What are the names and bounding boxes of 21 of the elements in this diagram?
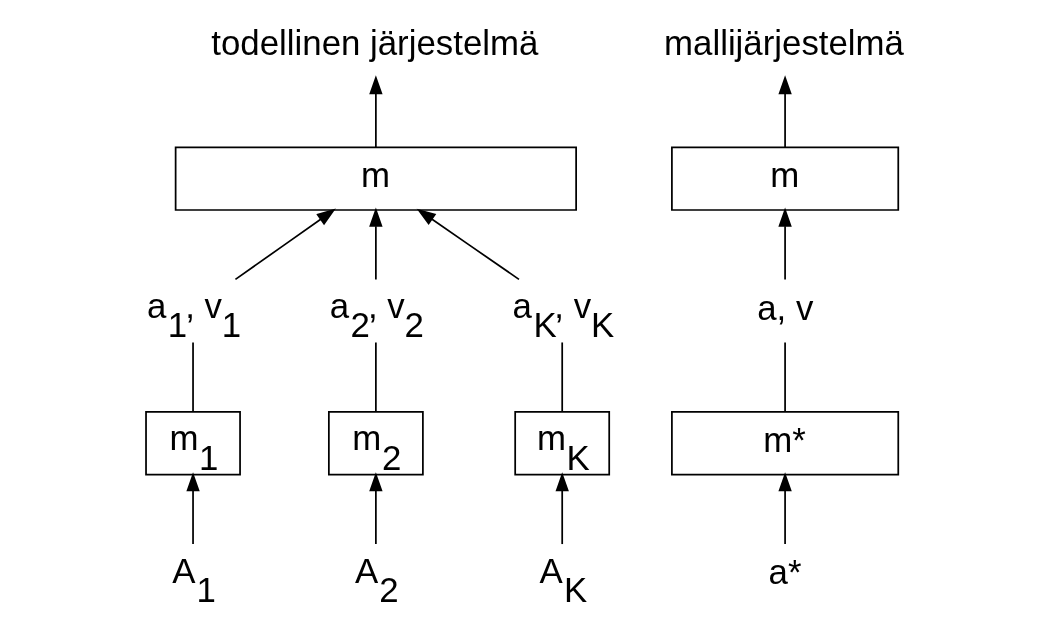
arrow (416, 208, 520, 281)
arrow (234, 208, 336, 281)
connector (375, 341, 377, 413)
arrow (369, 75, 383, 148)
arrow (369, 207, 383, 281)
arrow (555, 472, 569, 545)
connector (784, 341, 786, 413)
arrow (186, 472, 200, 545)
arrow (369, 472, 383, 545)
arrow (778, 75, 792, 148)
arrow (778, 472, 792, 545)
node-box: m (174, 146, 577, 211)
node-text: a, v (757, 287, 814, 327)
connector (192, 341, 194, 413)
node-text: mallijärjestelmä (664, 23, 904, 63)
node-text: a* (768, 552, 802, 592)
node-text: todellinen järjestelmä (211, 23, 539, 63)
connector (561, 341, 564, 413)
node-box: m (671, 146, 900, 211)
arrow (778, 207, 792, 281)
node-box: m* (671, 411, 900, 476)
